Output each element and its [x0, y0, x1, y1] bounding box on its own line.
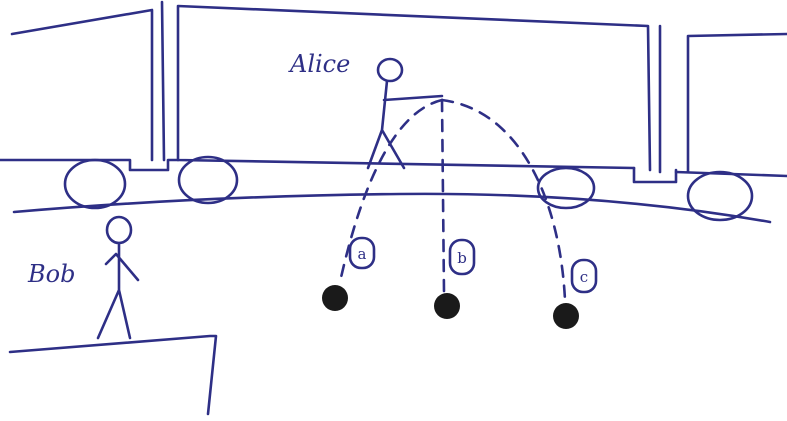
coupling-right — [632, 166, 678, 184]
rail-track — [12, 192, 772, 224]
alice-figure — [366, 57, 444, 170]
alice-head — [376, 57, 404, 83]
bob-head — [105, 215, 133, 245]
trajectory-c — [440, 98, 567, 302]
wheel — [177, 155, 239, 205]
wheel — [63, 158, 127, 210]
option-c: c — [570, 258, 598, 294]
wheel — [686, 170, 754, 222]
ball-b — [434, 293, 460, 319]
trajectory-b — [440, 98, 446, 294]
option-b-label: b — [457, 249, 467, 267]
wheel — [536, 166, 596, 210]
train-car-middle — [176, 4, 662, 174]
bob-figure — [96, 215, 140, 340]
train-wheels — [63, 155, 754, 222]
option-c-label: c — [580, 268, 588, 286]
train-car-right — [674, 32, 787, 178]
option-a: a — [348, 236, 376, 270]
balls — [322, 285, 579, 329]
train-car-left — [0, 0, 180, 172]
ball-c — [553, 303, 579, 329]
option-a-label: a — [358, 245, 367, 263]
platform — [8, 334, 218, 416]
option-b: b — [448, 238, 476, 276]
bob-label: Bob — [27, 260, 75, 288]
trajectories — [338, 98, 567, 302]
option-labels: a b c — [348, 236, 598, 294]
alice-label: Alice — [288, 50, 350, 78]
trajectory-a — [338, 98, 444, 284]
ball-a — [322, 285, 348, 311]
